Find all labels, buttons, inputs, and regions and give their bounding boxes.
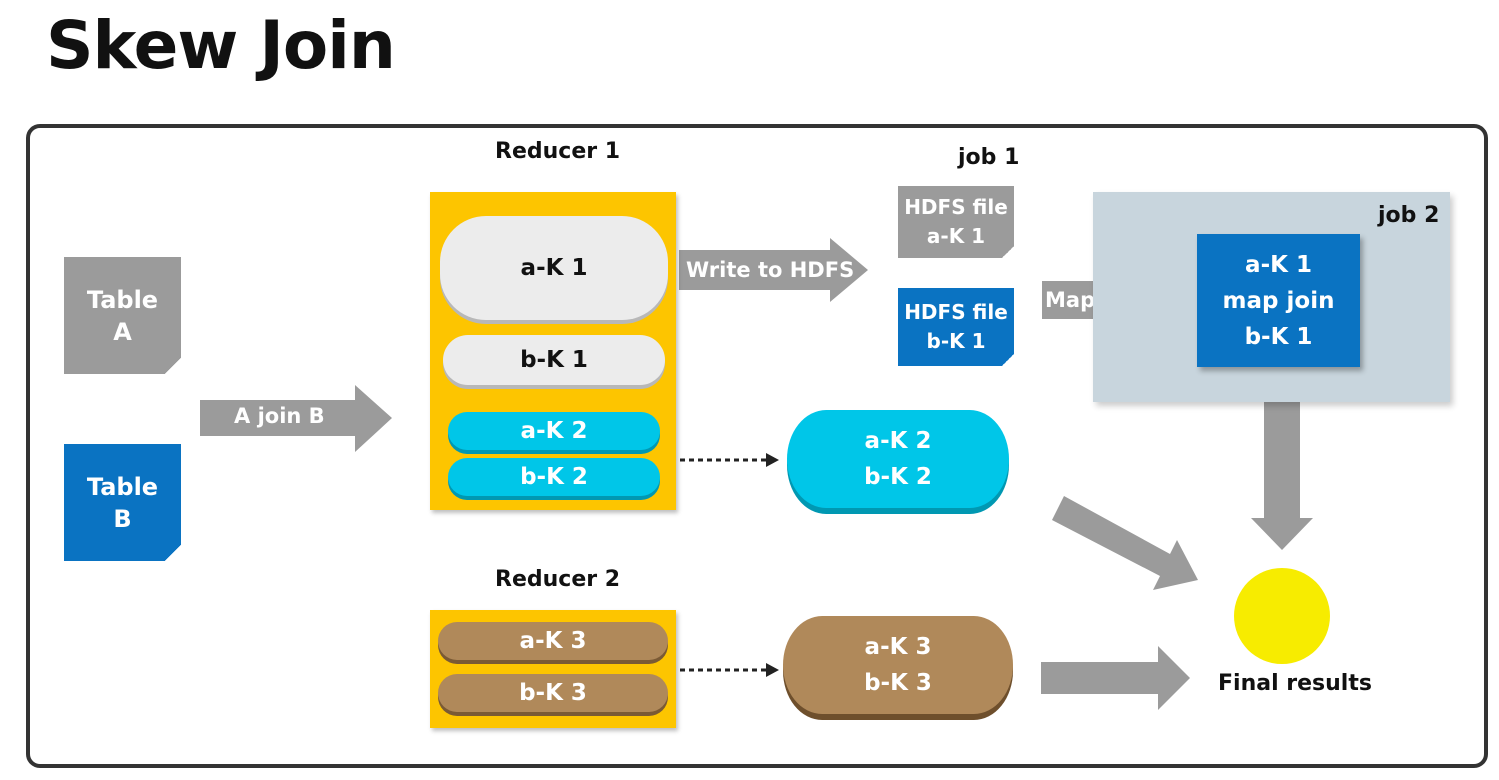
reducer1-label: Reducer 1 [495, 139, 621, 164]
join-arrow-label: A join B [234, 404, 325, 428]
page-fold-icon [165, 545, 181, 561]
final-results-circle [1234, 568, 1330, 664]
k2-line: b-K 2 [864, 464, 932, 490]
map-join-line: map join [1222, 287, 1335, 314]
job1-label: job 1 [958, 145, 1020, 170]
diagram-frame [26, 124, 1488, 768]
reducer2-item: a-K 3 [438, 622, 668, 660]
job2-label: job 2 [1378, 203, 1440, 228]
table-b-label: Table B [86, 472, 159, 533]
reducer2-label: Reducer 2 [495, 567, 621, 592]
page-fold-icon [1002, 246, 1014, 258]
hdfs-file-b-label: HDFS file b-K 1 [904, 300, 1008, 353]
map-join-box: a-K 1 map join b-K 1 [1197, 234, 1360, 367]
map-join-line: b-K 1 [1244, 323, 1313, 350]
reducer1-item: a-K 1 [440, 216, 668, 320]
k3-blob: a-K 3 b-K 3 [783, 616, 1013, 714]
page-title: Skew Join [46, 7, 396, 84]
k3-line: a-K 3 [864, 634, 932, 660]
write-hdfs-label: Write to HDFS [686, 258, 855, 282]
reducer2-item: b-K 3 [438, 674, 668, 712]
skew-k2-blob: a-K 2 b-K 2 [787, 410, 1009, 508]
reducer1-item: b-K 2 [448, 458, 660, 496]
reducer1-item: a-K 2 [448, 412, 660, 450]
reducer1-item: b-K 1 [443, 335, 665, 385]
final-results-label: Final results [1218, 671, 1372, 696]
map-join-line: a-K 1 [1245, 251, 1312, 278]
table-a: Table A [64, 257, 181, 374]
k3-line: b-K 3 [864, 670, 932, 696]
hdfs-file-b: HDFS file b-K 1 [898, 288, 1014, 366]
page-fold-icon [1002, 354, 1014, 366]
table-b: Table B [64, 444, 181, 561]
hdfs-file-a: HDFS file a-K 1 [898, 186, 1014, 258]
table-a-label: Table A [86, 285, 159, 346]
hdfs-file-a-label: HDFS file a-K 1 [904, 195, 1008, 248]
page-fold-icon [165, 358, 181, 374]
k2-line: a-K 2 [864, 428, 932, 454]
